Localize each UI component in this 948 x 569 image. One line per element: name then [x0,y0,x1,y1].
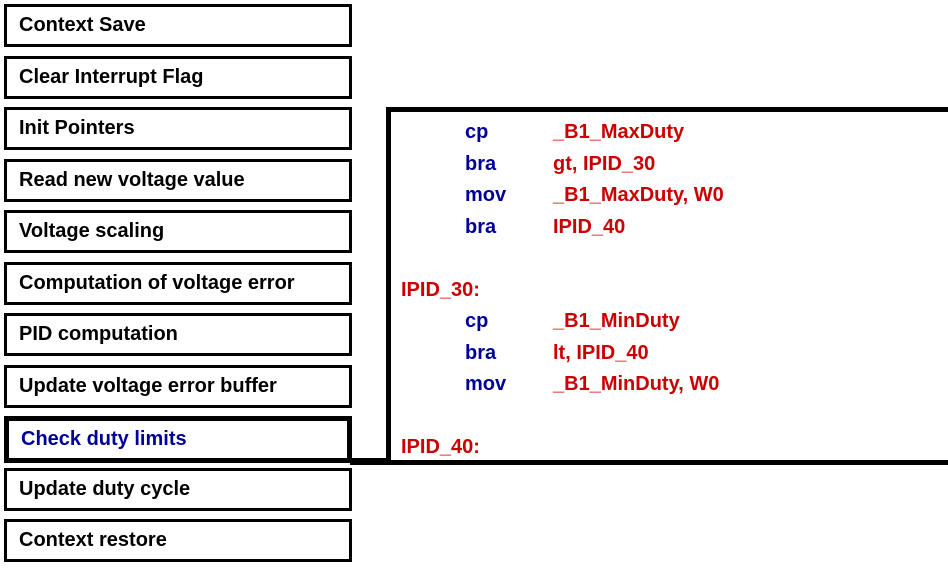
asm-opcode: cp [465,310,489,332]
flow-step-label: Clear Interrupt Flag [19,65,204,88]
code-instruction-line: cp _B1_MinDuty [391,306,948,338]
flow-step-update-voltage-error-buffer: Update voltage error buffer [4,364,352,408]
asm-operands: IPID_40 [553,215,626,238]
asm-operands: _B1_MinDuty, W0 [553,373,720,395]
flow-step-label: Update voltage error buffer [19,374,277,397]
flow-step-init-pointers: Init Pointers [4,107,352,150]
asm-opcode: mov [465,184,507,206]
flow-step-label: Read new voltage value [19,168,245,191]
flow-step-label: PID computation [19,323,178,345]
code-blank-line [391,243,948,275]
code-label-line: IPID_30: [391,275,948,307]
asm-opcode: bra [465,152,497,175]
flow-step-context-restore: Context restore [4,519,352,562]
asm-operands: lt, IPID_40 [553,341,649,364]
flow-step-label: Init Pointers [19,117,135,139]
code-label-line: IPID_40: [391,432,948,464]
flow-step-label: Context Save [19,14,146,36]
flow-step-computation-of-voltage-error: Computation of voltage error [4,261,352,305]
code-instruction-line: bra gt, IPID_30 [391,149,948,181]
flow-step-read-new-voltage-value: Read new voltage value [4,158,352,202]
step-to-code-connector-line [350,458,392,465]
asm-opcode: bra [465,215,497,238]
flow-step-update-duty-cycle: Update duty cycle [4,467,352,511]
code-instruction-line: cp _B1_MaxDuty [391,117,948,149]
flow-step-voltage-scaling: Voltage scaling [4,210,352,253]
asm-opcode: bra [465,341,497,364]
asm-opcode: cp [465,121,489,143]
flow-step-label: Context restore [19,529,167,551]
asm-opcode: mov [465,373,507,395]
asm-operands: _B1_MaxDuty [553,121,685,143]
flow-step-check-duty-limits: Check duty limits [4,416,352,463]
flow-step-label: Computation of voltage error [19,271,295,294]
code-instruction-line: mov _B1_MinDuty, W0 [391,369,948,401]
flow-step-label: Update duty cycle [19,477,191,500]
flow-step-label: Voltage scaling [19,220,165,242]
code-instruction-line: bra lt, IPID_40 [391,338,948,370]
asm-operands: _B1_MaxDuty, W0 [553,184,724,206]
code-blank-line [391,401,948,433]
flow-step-clear-interrupt-flag: Clear Interrupt Flag [4,55,352,99]
asm-label: IPID_40: [401,436,480,458]
asm-label: IPID_30: [401,278,480,301]
asm-operands: _B1_MinDuty [553,310,680,332]
flow-step-pid-computation: PID computation [4,313,352,356]
code-instruction-line: bra IPID_40 [391,212,948,244]
code-instruction-line: mov _B1_MaxDuty, W0 [391,180,948,212]
asm-operands: gt, IPID_30 [553,152,656,175]
flow-step-label: Check duty limits [21,428,187,450]
flow-step-context-save: Context Save [4,4,352,47]
